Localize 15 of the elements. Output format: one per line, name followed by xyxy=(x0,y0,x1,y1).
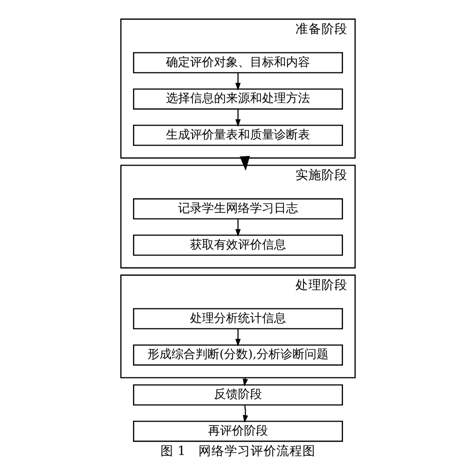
node-box: 生成评价量表和质量诊断表 xyxy=(132,124,342,146)
node-box: 选择信息的来源和处理方法 xyxy=(132,88,342,110)
arrow xyxy=(234,329,240,347)
arrow xyxy=(234,109,240,127)
node-box: 再评价阶段 xyxy=(132,420,342,442)
node-box: 获取有效评价信息 xyxy=(132,234,342,256)
arrow xyxy=(234,219,240,237)
node-box: 反馈阶段 xyxy=(132,384,342,406)
node-box: 记录学生网络学习日志 xyxy=(132,198,342,220)
node-box: 确定评价对象、目标和内容 xyxy=(132,52,342,74)
caption: 图 1 网络学习评价流程图 xyxy=(160,443,316,458)
node-box: 处理分析统计信息 xyxy=(132,308,342,330)
arrow xyxy=(242,405,248,423)
node-box: 形成综合判断(分数),分析诊断问题 xyxy=(132,344,342,366)
arrow xyxy=(234,73,240,91)
